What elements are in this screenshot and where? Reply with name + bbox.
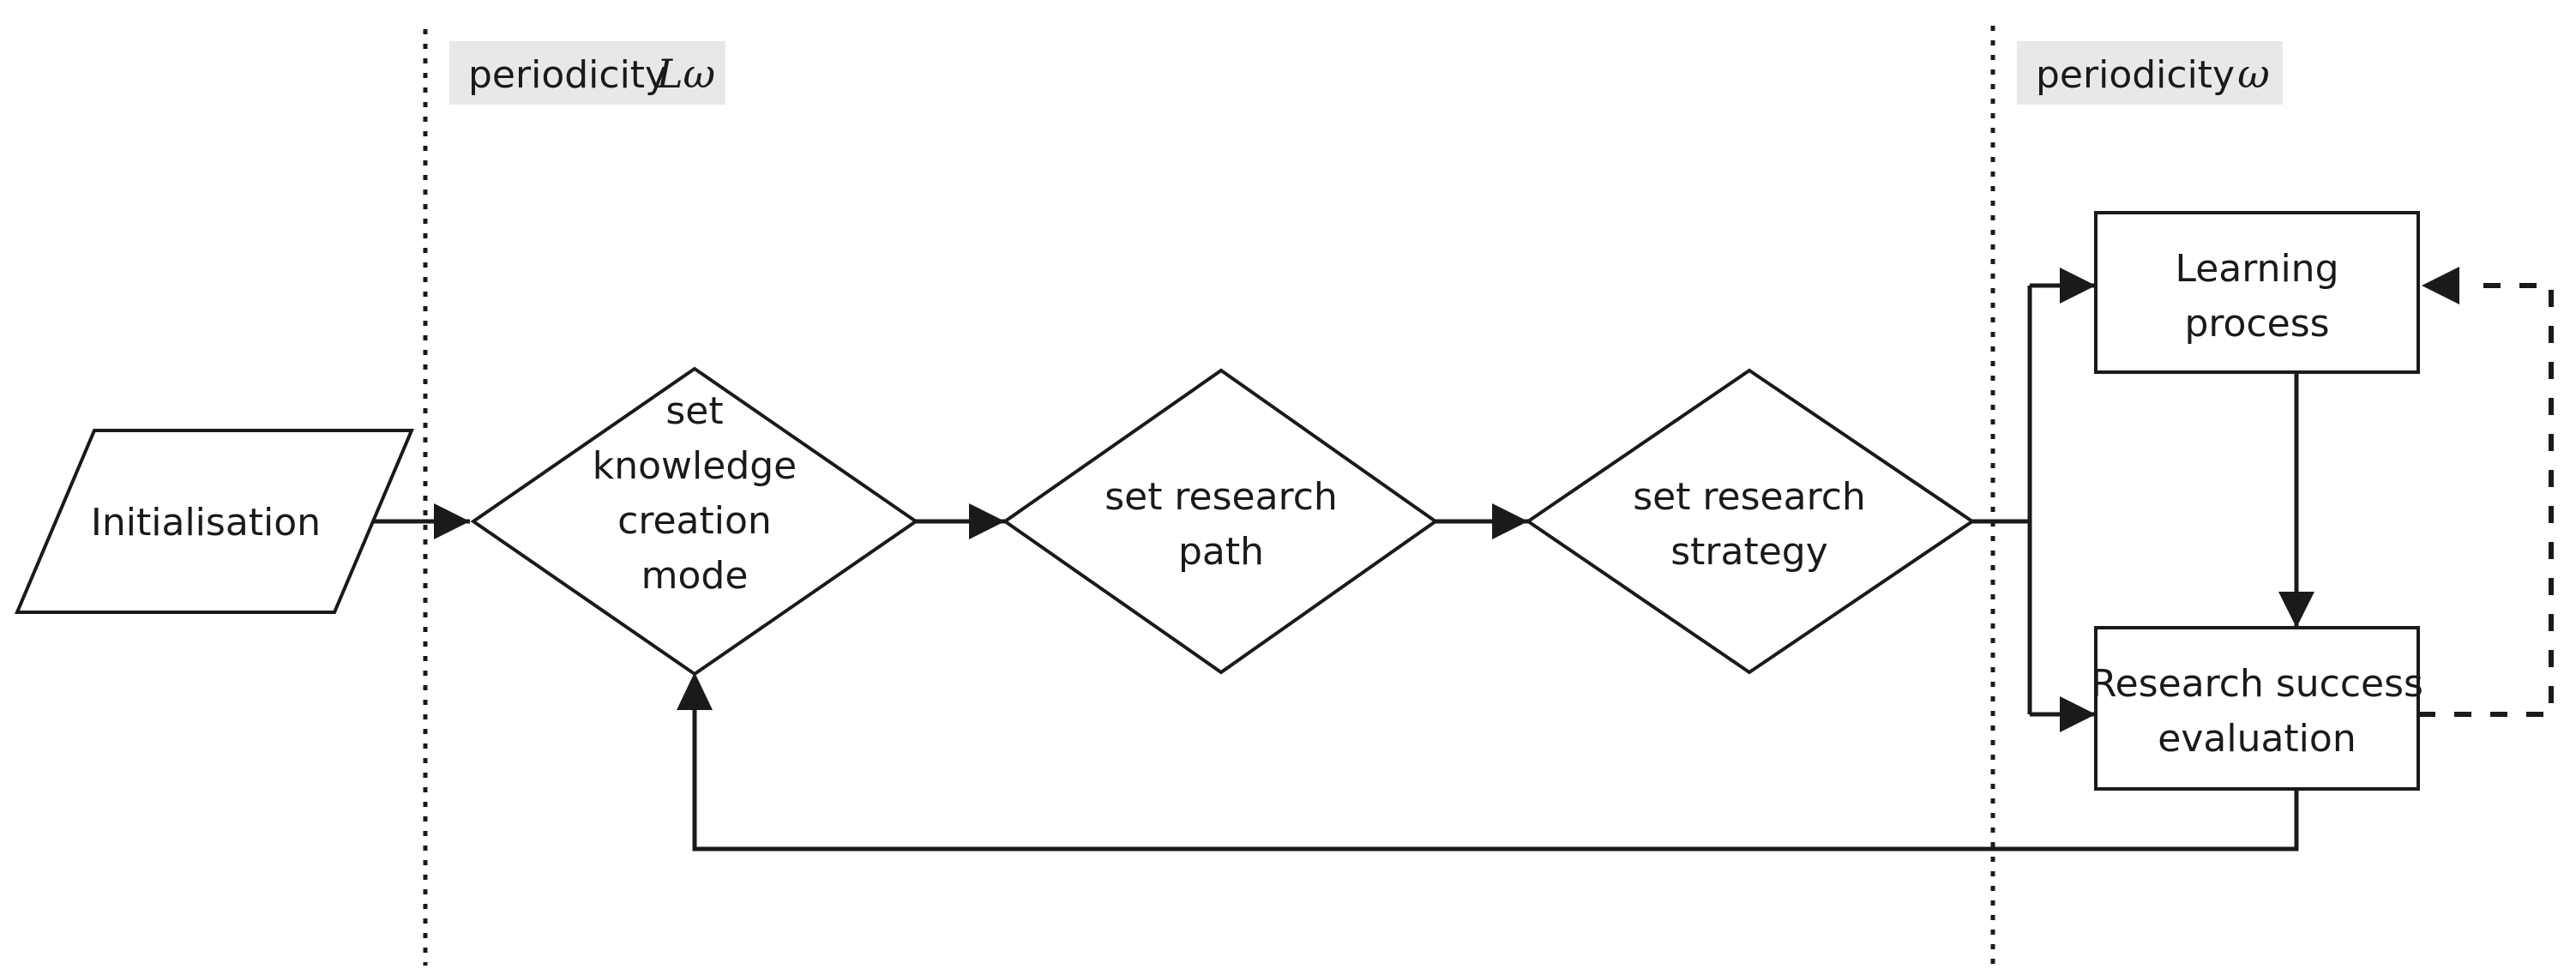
node-set-research-path[interactable]: set research path bbox=[1002, 368, 1439, 675]
edge-strategy-to-right-column bbox=[1972, 268, 2096, 732]
band-label-slow-symbol: Lω bbox=[656, 51, 715, 97]
set-research-path-label-line1: set research bbox=[1104, 475, 1338, 519]
node-set-research-strategy[interactable]: set research strategy bbox=[1525, 368, 1976, 675]
set-knowledge-creation-mode-shape[interactable] bbox=[470, 366, 919, 677]
arrow-head-strategy-to-learning bbox=[2060, 268, 2096, 304]
initialisation-label: Initialisation bbox=[91, 501, 321, 545]
node-research-success-evaluation[interactable]: Research success evaluation bbox=[2091, 626, 2423, 791]
research-success-evaluation-shape[interactable] bbox=[2094, 626, 2420, 791]
set-knowledge-creation-mode-label-line3: creation bbox=[617, 499, 772, 543]
node-learning-process[interactable]: Learning process bbox=[2094, 211, 2420, 374]
learning-process-shape[interactable] bbox=[2094, 211, 2420, 374]
set-research-path-shape[interactable] bbox=[1002, 368, 1439, 675]
arrow-head-evaluation-to-learning-feedback bbox=[2422, 267, 2459, 304]
learning-process-label-line1: Learning bbox=[2175, 247, 2338, 291]
arrow-head-path-to-strategy bbox=[1492, 503, 1528, 539]
arrow-head-evaluation-to-knowledge-feedback bbox=[677, 672, 713, 710]
set-research-strategy-label-line2: strategy bbox=[1670, 530, 1828, 574]
research-success-evaluation-label-line2: evaluation bbox=[2158, 717, 2356, 761]
initialisation-shape[interactable] bbox=[14, 429, 415, 614]
node-initialisation[interactable]: Initialisation bbox=[14, 429, 415, 614]
edge-evaluation-to-learning-feedback bbox=[2418, 267, 2554, 717]
band-label-slow: periodicity Lω bbox=[449, 41, 725, 105]
set-knowledge-creation-mode-label-line2: knowledge bbox=[593, 444, 797, 488]
learning-process-label-line2: process bbox=[2184, 302, 2329, 346]
node-set-knowledge-creation-mode[interactable]: set knowledge creation mode bbox=[470, 366, 919, 677]
edge-path-to-strategy bbox=[1435, 503, 1528, 539]
edge-learning-to-evaluation bbox=[2278, 372, 2314, 628]
set-research-strategy-label-line1: set research bbox=[1633, 475, 1866, 519]
research-success-evaluation-label-line1: Research success bbox=[2091, 662, 2423, 706]
band-label-fast: periodicity ω bbox=[2017, 41, 2283, 105]
edge-knowledge-to-path bbox=[916, 503, 1005, 539]
band-label-fast-prefix: periodicity bbox=[2036, 53, 2235, 97]
band-label-slow-background bbox=[449, 41, 725, 105]
set-knowledge-creation-mode-label-line1: set bbox=[665, 389, 723, 433]
arrow-head-init-to-knowledge bbox=[434, 503, 470, 539]
band-label-fast-symbol: ω bbox=[2237, 51, 2270, 97]
arrow-head-learning-to-evaluation bbox=[2278, 592, 2314, 628]
edge-evaluation-to-knowledge-feedback bbox=[677, 672, 2299, 852]
set-research-path-label-line2: path bbox=[1178, 530, 1264, 574]
band-label-fast-background bbox=[2017, 41, 2283, 105]
set-research-strategy-shape[interactable] bbox=[1525, 368, 1976, 675]
set-knowledge-creation-mode-label-line4: mode bbox=[641, 554, 749, 598]
band-label-slow-prefix: periodicity bbox=[468, 53, 667, 97]
edge-init-to-knowledge bbox=[362, 503, 470, 539]
arrow-head-strategy-to-evaluation bbox=[2060, 696, 2096, 732]
arrow-head-knowledge-to-path bbox=[969, 503, 1005, 539]
